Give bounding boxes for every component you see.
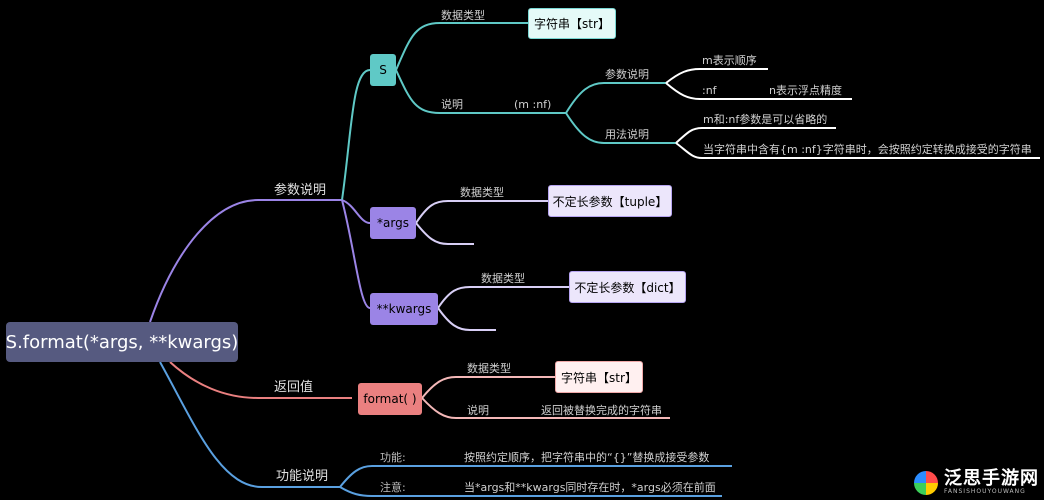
return-desc-value[interactable]: 返回被替换完成的字符串 [541, 404, 662, 417]
return-type-value[interactable]: 字符串【str】 [555, 361, 643, 393]
watermark-logo-icon [914, 470, 938, 495]
connector-kwargs-empty [437, 307, 496, 331]
function-func-value[interactable]: 按照约定顺序，把字符串中的“{}”替换成接受参数 [464, 451, 710, 464]
function-func-label[interactable]: 功能: [380, 451, 406, 464]
connector-s-type [395, 22, 528, 71]
s-desc-sub[interactable]: (m :nf) [514, 98, 552, 111]
watermark-text-group: 泛思手游网 FANSISHOUYOUWANG [944, 468, 1039, 496]
kwargs-node[interactable]: **kwargs [370, 293, 438, 325]
connector-params-s [341, 69, 371, 201]
connector-function-note [339, 486, 722, 497]
s-usage-label[interactable]: 用法说明 [605, 128, 649, 141]
kwargs-type-label[interactable]: 数据类型 [481, 272, 525, 285]
connector-param-nf [665, 82, 852, 100]
connector-param-m [665, 68, 768, 84]
return-branch-label[interactable]: 返回值 [274, 380, 314, 395]
connector-return-type [421, 376, 555, 399]
s-usage-1[interactable]: m和:nf参数是可以省略的 [703, 113, 828, 126]
connector-params-args [341, 199, 371, 224]
connector-args-type [415, 200, 548, 224]
connector-s-desc [395, 69, 566, 114]
connector-params-kwargs [341, 199, 371, 309]
watermark-name: 泛思手游网 [944, 468, 1039, 489]
return-desc-label[interactable]: 说明 [467, 404, 489, 417]
args-node[interactable]: *args [370, 207, 416, 239]
function-note-label[interactable]: 注意: [380, 481, 406, 494]
kwargs-type-value[interactable]: 不定长参数【dict】 [569, 271, 686, 303]
return-node[interactable]: format( ) [358, 383, 422, 415]
args-type-label[interactable]: 数据类型 [460, 186, 504, 199]
connector-usage-2 [675, 142, 1040, 159]
function-branch-label[interactable]: 功能说明 [276, 469, 329, 484]
watermark-logo: 泛思手游网 FANSISHOUYOUWANG [914, 470, 1039, 495]
s-param-m[interactable]: m表示顺序 [702, 54, 757, 67]
args-type-value[interactable]: 不定长参数【tuple】 [548, 185, 672, 217]
s-usage-2[interactable]: 当字符串中含有{m :nf}字符串时，会按照约定转换成接受的字符串 [703, 143, 1032, 156]
s-desc-label[interactable]: 说明 [441, 98, 463, 111]
connector-root-function [159, 361, 340, 488]
params-branch-label[interactable]: 参数说明 [274, 183, 327, 198]
s-type-label[interactable]: 数据类型 [441, 9, 485, 22]
root-node[interactable]: S.format(*args, **kwargs) [6, 322, 238, 362]
s-type-value[interactable]: 字符串【str】 [528, 8, 616, 39]
connector-desc-param [565, 82, 666, 114]
s-param-nf-key[interactable]: :nf [702, 84, 717, 97]
s-node[interactable]: S [370, 54, 396, 86]
s-param-nf-value[interactable]: n表示浮点精度 [769, 84, 842, 97]
connector-root-return [169, 361, 352, 399]
connector-desc-usage [565, 112, 676, 144]
s-param-label[interactable]: 参数说明 [605, 68, 649, 81]
connector-return-desc [421, 397, 670, 419]
function-note-value[interactable]: 当*args和**kwargs同时存在时，*args必须在前面 [464, 481, 716, 494]
connector-usage-1 [675, 127, 836, 144]
connector-root-params [149, 199, 342, 323]
connector-kwargs-type [437, 286, 569, 309]
return-type-label[interactable]: 数据类型 [467, 362, 511, 375]
connector-args-empty [415, 222, 474, 245]
connector-function-func [339, 465, 732, 488]
watermark-sub: FANSISHOUYOUWANG [944, 488, 1026, 495]
